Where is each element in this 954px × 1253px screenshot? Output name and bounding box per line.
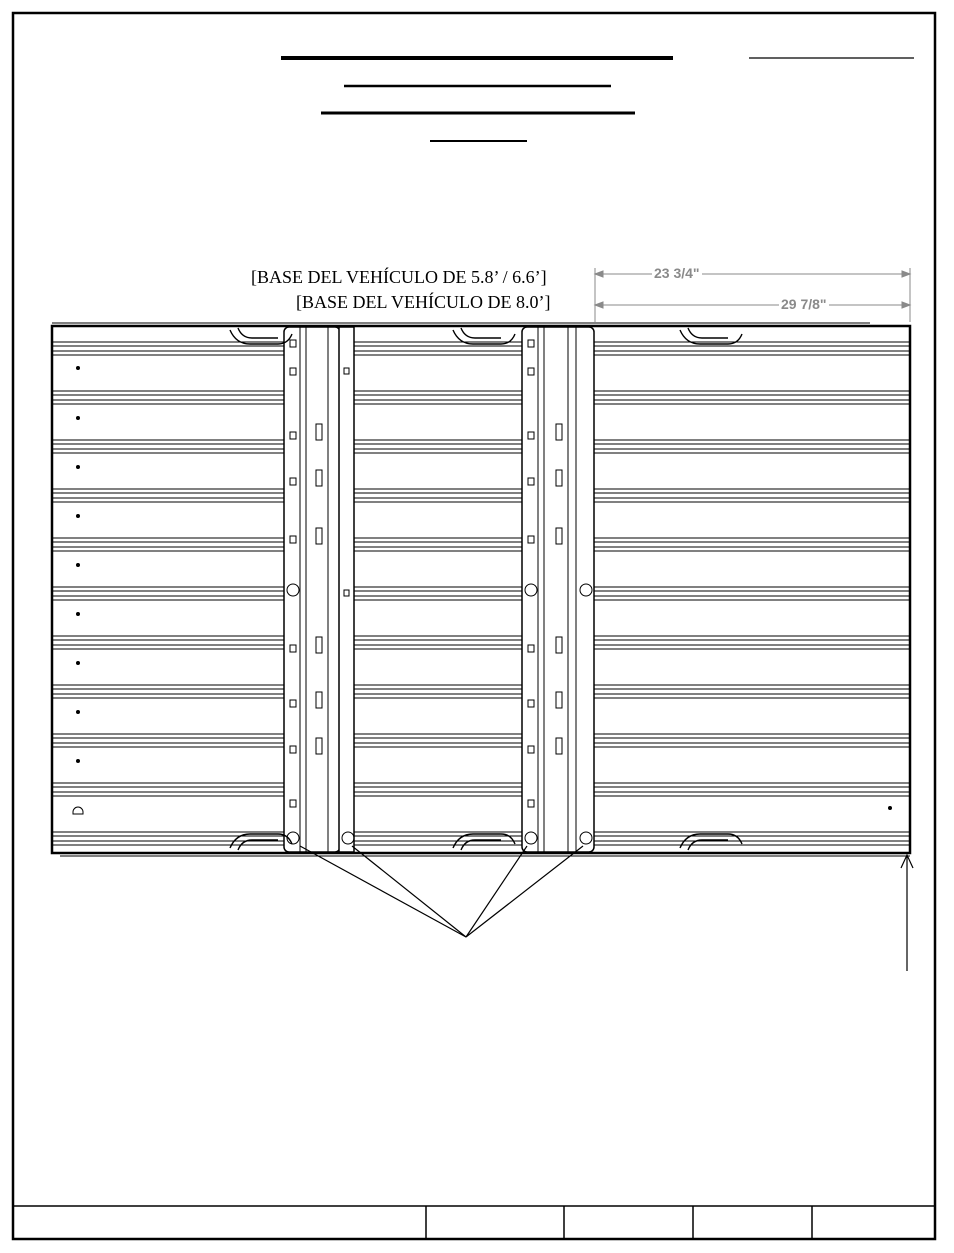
rail-slot — [289, 699, 297, 708]
rail-latch — [555, 469, 563, 487]
leader-lines — [299, 845, 914, 971]
rail-slot — [289, 799, 297, 808]
rail-slot — [289, 477, 297, 486]
rail-latch — [555, 527, 563, 545]
handle-shape — [229, 833, 293, 851]
rail-hole — [579, 583, 593, 597]
panel-marker — [76, 416, 80, 420]
rail-latch — [555, 737, 563, 755]
rail-latch — [555, 423, 563, 441]
panel-marker — [76, 710, 80, 714]
handle-shape — [452, 833, 516, 851]
rail-slot — [343, 367, 350, 375]
cover-outline — [50, 322, 912, 857]
panel-ribs — [53, 341, 909, 846]
rail-hole — [524, 831, 538, 845]
handle-shape — [679, 833, 743, 851]
rail-slot — [343, 589, 350, 597]
panel-marker — [76, 661, 80, 665]
rail-slot — [527, 477, 535, 486]
rail-latch — [315, 423, 323, 441]
rail-hole — [286, 831, 300, 845]
handle-shape — [679, 327, 743, 345]
rail-slot — [289, 644, 297, 653]
base-long-label: [BASE DEL VEHÍCULO DE 8.0’] — [296, 292, 551, 312]
rail-hole — [341, 831, 355, 845]
cover-handles — [229, 327, 743, 851]
rail-slot — [527, 745, 535, 754]
hinge-rail-details — [286, 339, 593, 845]
rail-slot — [527, 431, 535, 440]
panel-marker — [76, 366, 80, 370]
rail-hole — [579, 831, 593, 845]
panel-marker — [76, 563, 80, 567]
rail-latch — [315, 469, 323, 487]
dimension-lines — [593, 268, 912, 322]
panel-marker — [76, 465, 80, 469]
rail-latch — [315, 527, 323, 545]
hinge-rail-left — [283, 326, 355, 853]
rail-slot — [289, 535, 297, 544]
panel-marker — [76, 759, 80, 763]
rail-slot — [289, 367, 297, 376]
panel-marker — [76, 514, 80, 518]
rail-slot — [527, 367, 535, 376]
handle-shape — [452, 327, 516, 345]
rail-slot — [527, 535, 535, 544]
panel-marker — [76, 612, 80, 616]
dimension-short: 23 3/4" — [652, 265, 702, 281]
rail-latch — [315, 636, 323, 654]
title-block-lines — [281, 56, 914, 142]
handle-shape — [229, 327, 293, 345]
rail-slot — [289, 339, 297, 348]
rail-hole — [286, 583, 300, 597]
rail-slot — [289, 431, 297, 440]
sheet-border — [11, 11, 937, 1241]
rail-latch — [555, 636, 563, 654]
rail-slot — [527, 699, 535, 708]
rail-hole — [524, 583, 538, 597]
hinge-rail-right — [521, 326, 595, 853]
rail-slot — [527, 644, 535, 653]
panel-marker — [888, 806, 892, 810]
rail-slot — [527, 339, 535, 348]
panel-marker — [72, 806, 84, 815]
rail-slot — [289, 745, 297, 754]
base-short-label: [BASE DEL VEHÍCULO DE 5.8’ / 6.6’] — [251, 267, 547, 287]
title-block — [13, 1205, 935, 1239]
dimension-long: 29 7/8" — [779, 296, 829, 312]
rail-latch — [315, 691, 323, 709]
rail-latch — [315, 737, 323, 755]
rail-latch — [555, 691, 563, 709]
panel-markers — [72, 366, 892, 815]
rail-slot — [527, 799, 535, 808]
